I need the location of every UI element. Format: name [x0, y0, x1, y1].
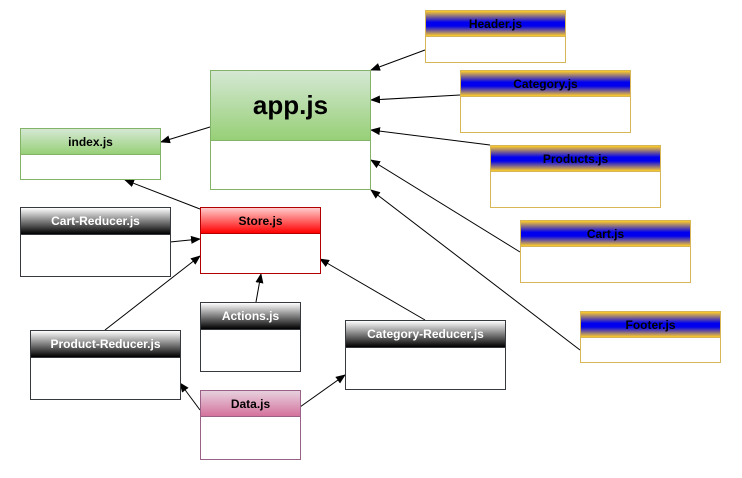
edge-actions-to-store [255, 273, 264, 303]
edge-footer-to-app [370, 189, 581, 351]
node-header[interactable]: Header.js [425, 10, 566, 63]
node-footer-title: Footer.js [581, 312, 720, 338]
node-app[interactable]: app.js [210, 70, 371, 190]
node-category-reducer-title: Category-Reducer.js [346, 321, 505, 348]
node-app-title: app.js [211, 71, 370, 141]
node-products[interactable]: Products.js [490, 145, 661, 208]
node-actions-title: Actions.js [201, 303, 300, 330]
edge-store-to-index [124, 179, 201, 210]
node-index-title: index.js [21, 129, 160, 155]
edge-category-reducer-to-store [319, 258, 426, 321]
edge-data-to-product-reducer [179, 382, 201, 411]
edge-products-to-app [370, 127, 491, 146]
node-header-title: Header.js [426, 11, 565, 37]
node-data-title: Data.js [201, 391, 300, 417]
node-cart-reducer[interactable]: Cart-Reducer.js [20, 207, 171, 277]
edge-app-to-index [160, 126, 211, 144]
node-category-title: Category.js [461, 71, 630, 97]
node-store[interactable]: Store.js [200, 207, 321, 274]
node-actions[interactable]: Actions.js [200, 302, 301, 372]
node-product-reducer-title: Product-Reducer.js [31, 331, 180, 358]
edge-product-reducer-to-store [104, 255, 201, 331]
node-product-reducer[interactable]: Product-Reducer.js [30, 330, 181, 400]
node-footer[interactable]: Footer.js [580, 311, 721, 363]
node-category[interactable]: Category.js [460, 70, 631, 133]
edge-cart-to-app [370, 159, 521, 253]
node-cart-reducer-title: Cart-Reducer.js [21, 208, 170, 235]
edge-data-to-category-reducer [299, 374, 346, 408]
node-products-title: Products.js [491, 146, 660, 172]
node-store-title: Store.js [201, 208, 320, 234]
node-cart[interactable]: Cart.js [520, 220, 691, 283]
node-index[interactable]: index.js [20, 128, 161, 180]
node-cart-title: Cart.js [521, 221, 690, 247]
edge-category-to-app [370, 94, 461, 104]
node-category-reducer[interactable]: Category-Reducer.js [345, 320, 506, 390]
node-data[interactable]: Data.js [200, 390, 301, 460]
edge-header-to-app [370, 49, 426, 71]
edge-cart-reducer-to-store [169, 235, 201, 244]
